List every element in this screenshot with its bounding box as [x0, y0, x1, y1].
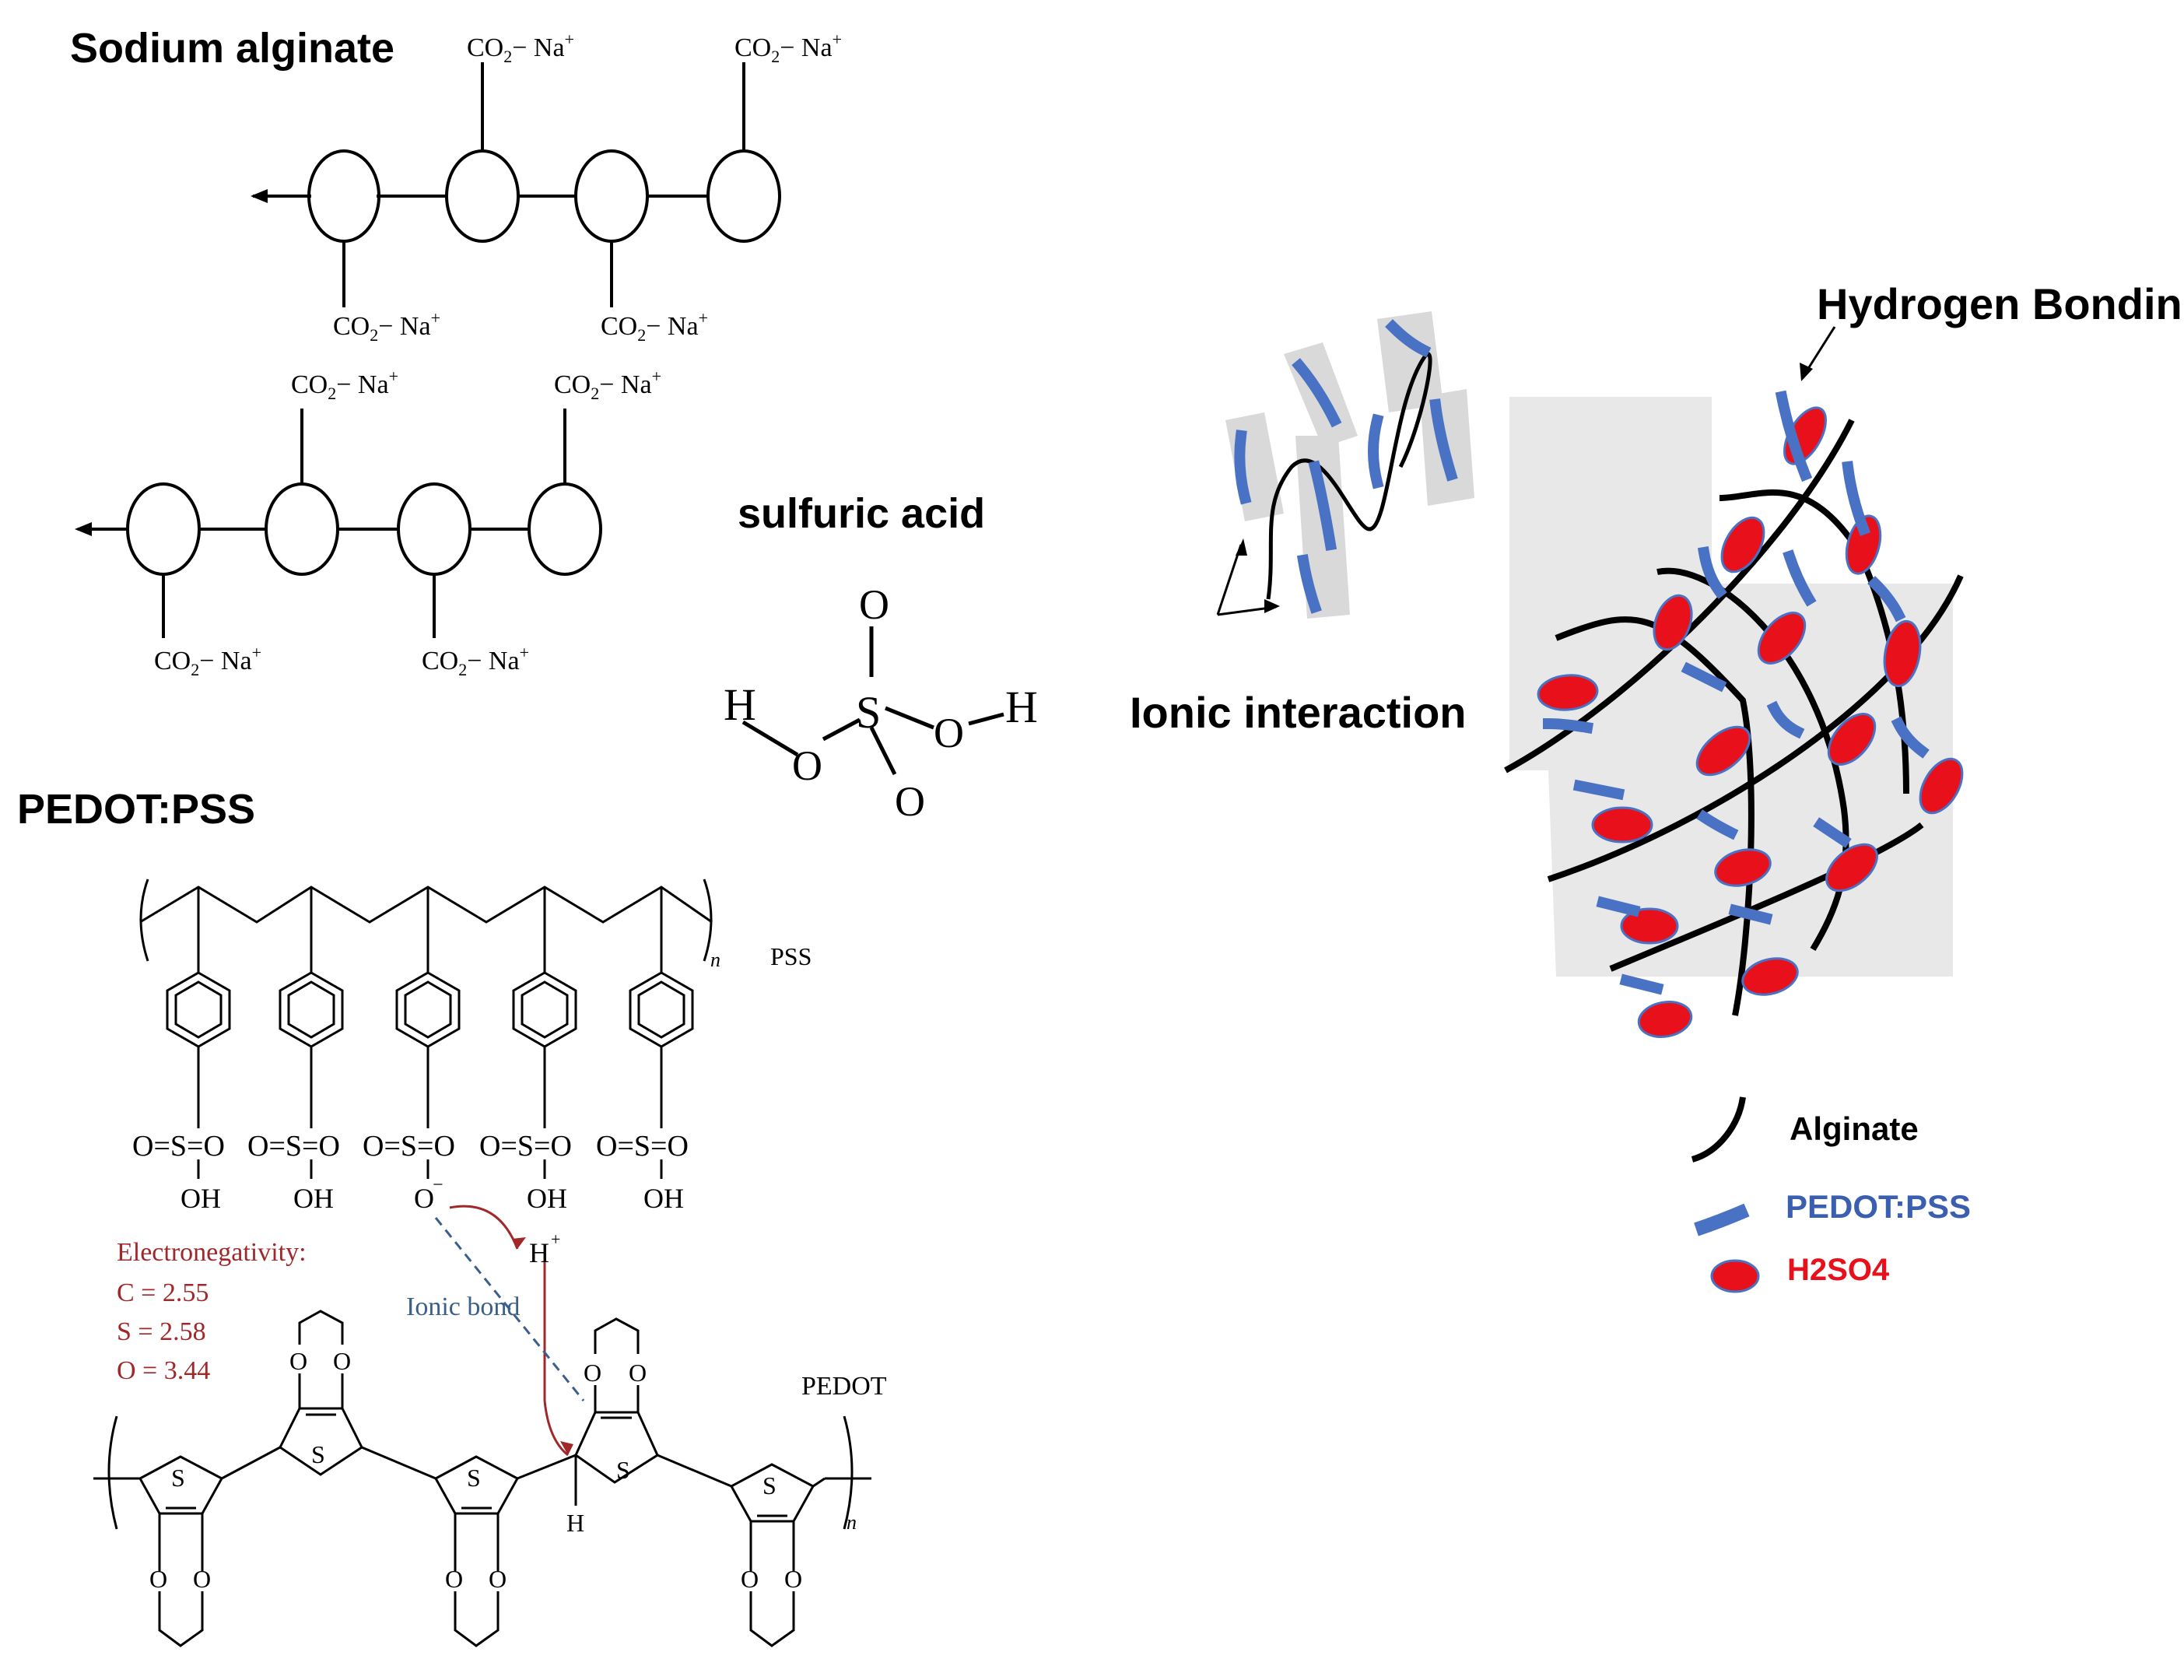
alginate-chain-2 [78, 409, 602, 638]
carboxylate-label: CO2− Na+ [601, 308, 708, 345]
ionic-bond-line [434, 1217, 585, 1401]
pedot-label: PEDOT [801, 1372, 887, 1401]
sulfonate-group: O=S=O [596, 1130, 689, 1163]
svg-text:O: O [333, 1347, 351, 1375]
pss-backbone [139, 879, 713, 973]
alginate-ring [445, 149, 520, 243]
oxygen-atom: O [792, 742, 822, 789]
hydroxyl-label: OH [527, 1183, 567, 1214]
sodium-alginate-title: Sodium alginate [70, 25, 394, 72]
svg-text:O: O [149, 1565, 167, 1593]
legend-h2so4-label: H2SO4 [1787, 1253, 1890, 1287]
sulfonate-group: O=S=O [363, 1130, 455, 1163]
sulfuric-acid-title: sulfuric acid [738, 490, 985, 537]
sulfuric-bonds [741, 626, 1004, 776]
svg-text:O: O [629, 1359, 647, 1387]
svg-text:S: S [311, 1440, 325, 1468]
ionic-gray-patches [1225, 311, 1474, 619]
arrow-head-icon [1264, 599, 1280, 613]
alginate-ring [706, 149, 781, 243]
electronegativity-title: Electronegativity: [117, 1238, 307, 1267]
hydroxyl-label: OH [643, 1183, 684, 1214]
svg-text:−: − [433, 1175, 443, 1195]
oxygen-atom: O [934, 710, 964, 756]
arrow-head-icon [251, 189, 268, 203]
legend-pedot-pss-swatch [1694, 1203, 1750, 1236]
svg-text:O: O [784, 1565, 802, 1593]
sodium-alginate-panel: Sodium alginate [70, 25, 842, 679]
hydrogen-atom: H [724, 679, 756, 730]
alginate-chain-1 [253, 62, 781, 307]
carboxylate-label: CO2− Na+ [734, 30, 842, 66]
alginate-ring [574, 149, 649, 243]
electronegativity-o: O = 3.44 [117, 1356, 210, 1385]
pedot-pss-segments [1542, 390, 1930, 995]
carboxylate-labels: CO2− Na+ CO2− Na+ CO2− Na+ CO2− Na+ CO2−… [154, 30, 842, 679]
svg-text:n: n [710, 949, 720, 971]
legend: Alginate PEDOT:PSS H2SO4 [1691, 1096, 1971, 1293]
svg-text:O: O [445, 1565, 463, 1593]
carboxylate-label: CO2− Na+ [333, 308, 440, 345]
svg-text:H: H [566, 1509, 584, 1537]
pedot-chain [93, 1310, 871, 1647]
hydrogen-bonding-label: Hydrogen Bonding [1817, 279, 2184, 328]
svg-text:S: S [171, 1464, 185, 1492]
svg-text:S: S [467, 1464, 481, 1492]
legend-pedot-pss-label: PEDOT:PSS [1786, 1188, 1971, 1225]
svg-text:O: O [193, 1565, 211, 1593]
hydrogen-atom: H [1005, 682, 1038, 732]
pedot-atoms: S O O S O O S O O S O O H S O O n [149, 1347, 857, 1593]
carboxylate-label: CO2− Na+ [154, 643, 261, 679]
legend-h2so4-swatch [1710, 1259, 1760, 1293]
ionic-pedot-segments [1234, 319, 1458, 614]
svg-text:O: O [289, 1347, 307, 1375]
o-minus-label: O [414, 1183, 434, 1214]
proton-transfer-arrows [449, 1205, 569, 1457]
carboxylate-label: CO2− Na+ [422, 643, 529, 679]
legend-alginate-swatch [1691, 1096, 1746, 1163]
oxygen-atom: O [895, 778, 925, 825]
alginate-ring [307, 149, 380, 243]
pss-label: PSS [770, 942, 812, 970]
svg-text:O: O [584, 1359, 601, 1387]
arrow-head-icon [1800, 363, 1813, 381]
hydroxyl-label: OH [293, 1183, 334, 1214]
pedot-pss-title: PEDOT:PSS [17, 786, 255, 833]
svg-text:O: O [741, 1565, 759, 1593]
arrow-head-icon [1236, 538, 1247, 556]
svg-text:O: O [489, 1565, 507, 1593]
carboxylate-label: CO2− Na+ [554, 367, 661, 403]
legend-alginate-label: Alginate [1790, 1110, 1919, 1147]
carboxylate-label: CO2− Na+ [291, 367, 398, 403]
hydrogen-bonding-network: Hydrogen Bonding [1504, 279, 2184, 1038]
hydroxyl-label: OH [181, 1183, 221, 1214]
svg-text:S: S [616, 1456, 630, 1484]
svg-text:S: S [762, 1471, 776, 1499]
ionic-interaction-schematic: Ionic interaction [1130, 311, 1474, 737]
oxygen-atom: O [859, 581, 889, 628]
proton-label: H [529, 1237, 549, 1268]
carboxylate-label: CO2− Na+ [467, 30, 574, 66]
svg-text:n: n [847, 1511, 857, 1534]
sulfonate-group: O=S=O [247, 1130, 340, 1163]
svg-text:+: + [551, 1229, 560, 1249]
ionic-bond-label: Ionic bond [406, 1292, 520, 1321]
pedot-pss-panel: PEDOT:PSS n PSS [17, 786, 887, 1647]
sulfuric-acid-panel: sulfuric acid O S H O O H O [724, 490, 1038, 825]
arrow-head-icon [75, 522, 92, 536]
sulfur-atom: S [856, 687, 881, 738]
h2so4-ellipses [1537, 406, 1964, 1038]
sulfonate-group: O=S=O [479, 1130, 572, 1163]
benzene-rings [166, 971, 694, 1179]
sulfonate-group: O=S=O [132, 1130, 225, 1163]
electronegativity-c: C = 2.55 [117, 1278, 209, 1307]
electronegativity-s: S = 2.58 [117, 1317, 206, 1346]
ionic-interaction-label: Ionic interaction [1130, 688, 1467, 737]
